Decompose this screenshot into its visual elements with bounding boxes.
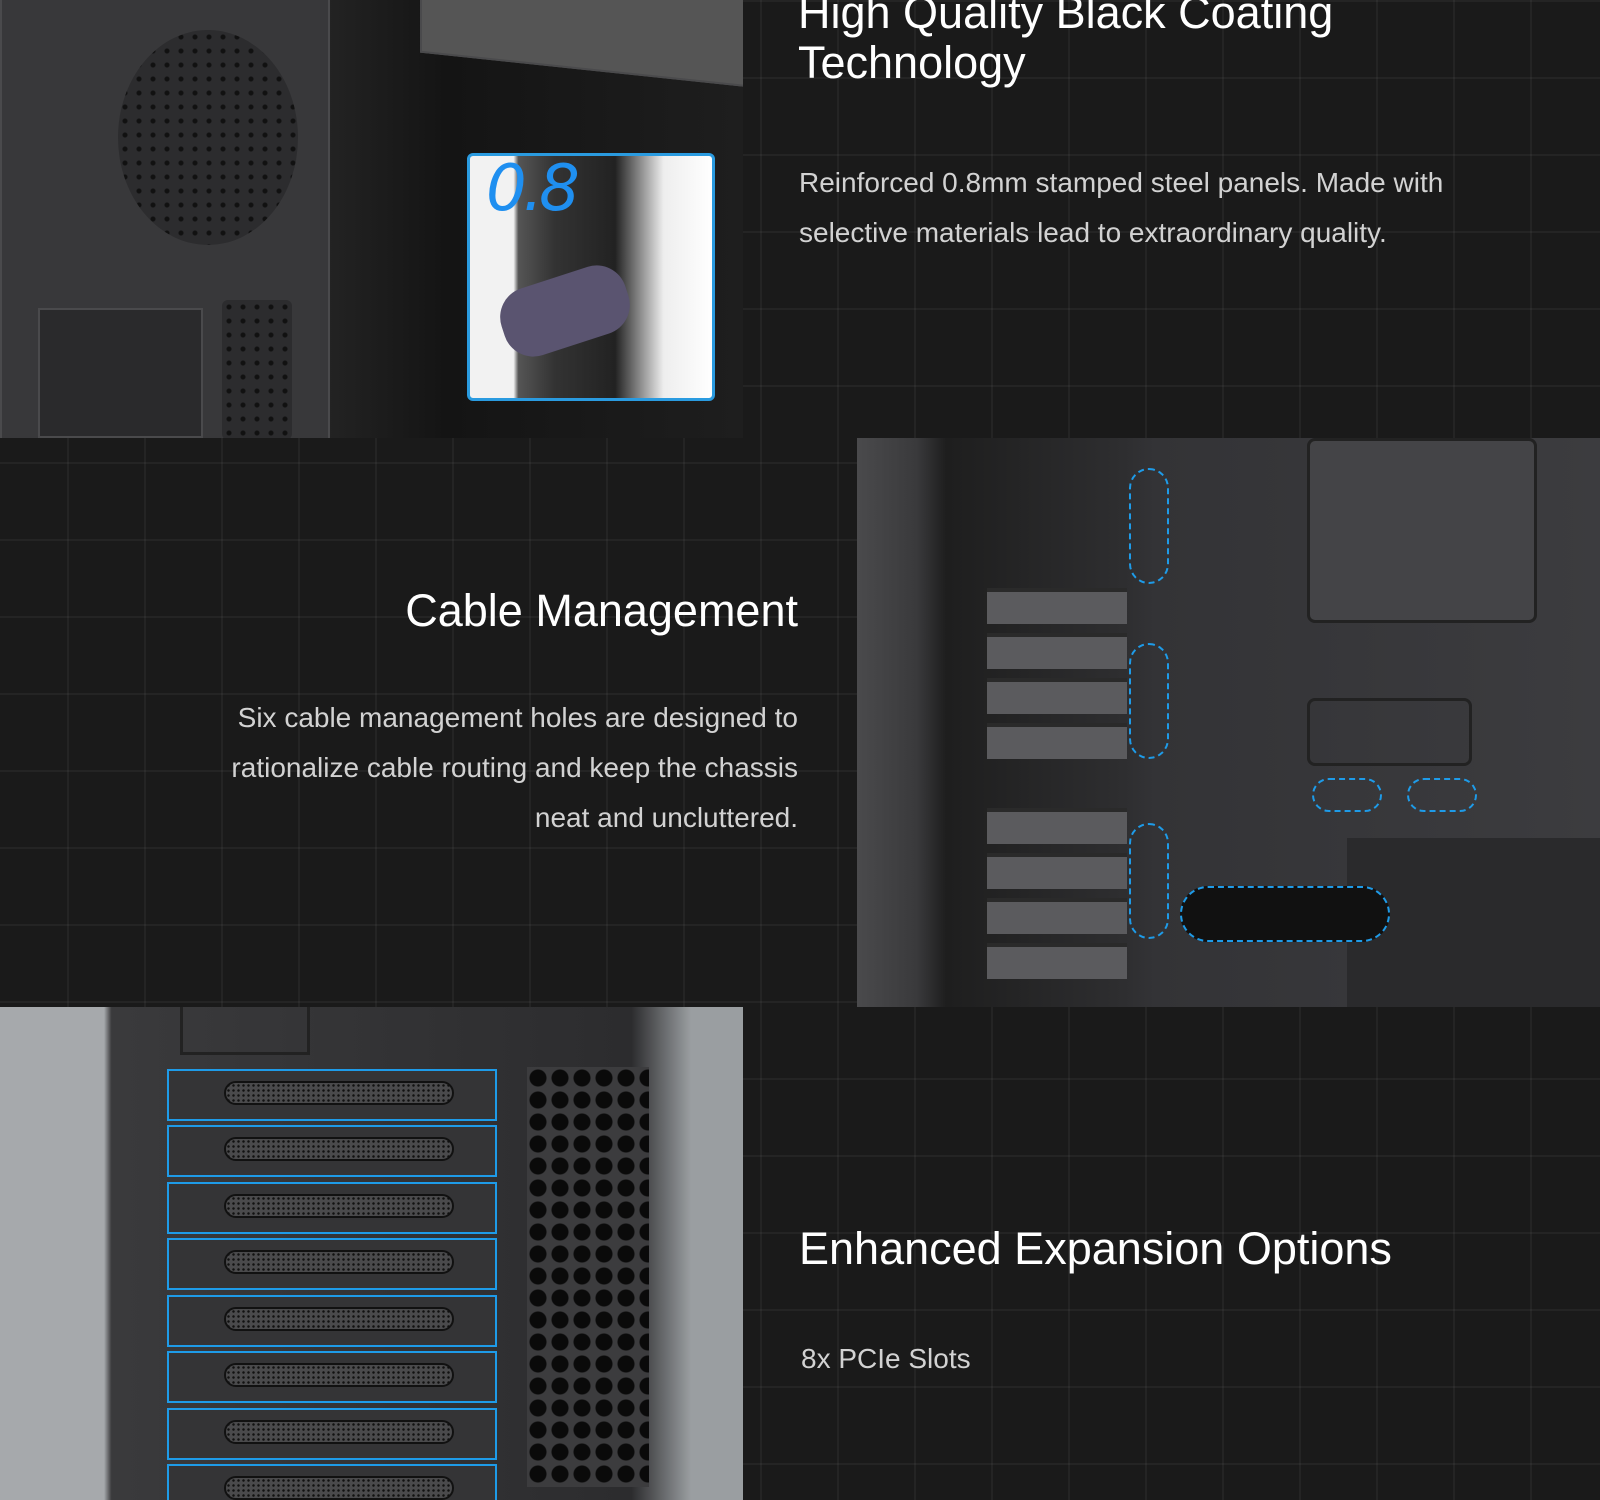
section-black-coating: 0.8 High Quality Black Coating Technolog…: [0, 0, 1600, 438]
section-title: High Quality Black Coating Technology: [798, 0, 1333, 88]
body-line: neat and uncluttered.: [534, 802, 798, 833]
fan-mesh: [118, 30, 298, 245]
body-line: rationalize cable routing and keep the c…: [231, 752, 798, 783]
case-panel-image: 0.8: [0, 0, 743, 438]
cable-hole-marker: [1407, 778, 1477, 812]
body-line: Six cable management holes are designed …: [237, 702, 798, 733]
section-body: Six cable management holes are designed …: [231, 693, 798, 843]
cable-hole-marker: [1129, 823, 1169, 939]
cable-hole-marker: [1312, 778, 1382, 812]
cable-hole-marker: [1129, 468, 1169, 584]
section-cable-management: Cable Management Six cable management ho…: [231, 438, 1600, 1007]
micrometer-inset: 0.8: [467, 153, 715, 401]
thickness-badge: 0.8: [486, 153, 580, 226]
section-body: Reinforced 0.8mm stamped steel panels. M…: [799, 167, 1444, 248]
title-line: Technology: [798, 37, 1026, 88]
section-title: Enhanced Expansion Options: [799, 1223, 1392, 1274]
section-body: 8x PCIe Slots: [801, 1343, 971, 1374]
case-interior-image: [857, 438, 1600, 1007]
title-line: High Quality Black Coating: [798, 0, 1334, 38]
cable-hole-marker: [1180, 886, 1390, 942]
section-title: Cable Management: [405, 585, 798, 636]
cable-hole-marker: [1129, 643, 1169, 759]
pcie-slots-image: [0, 1007, 743, 1500]
